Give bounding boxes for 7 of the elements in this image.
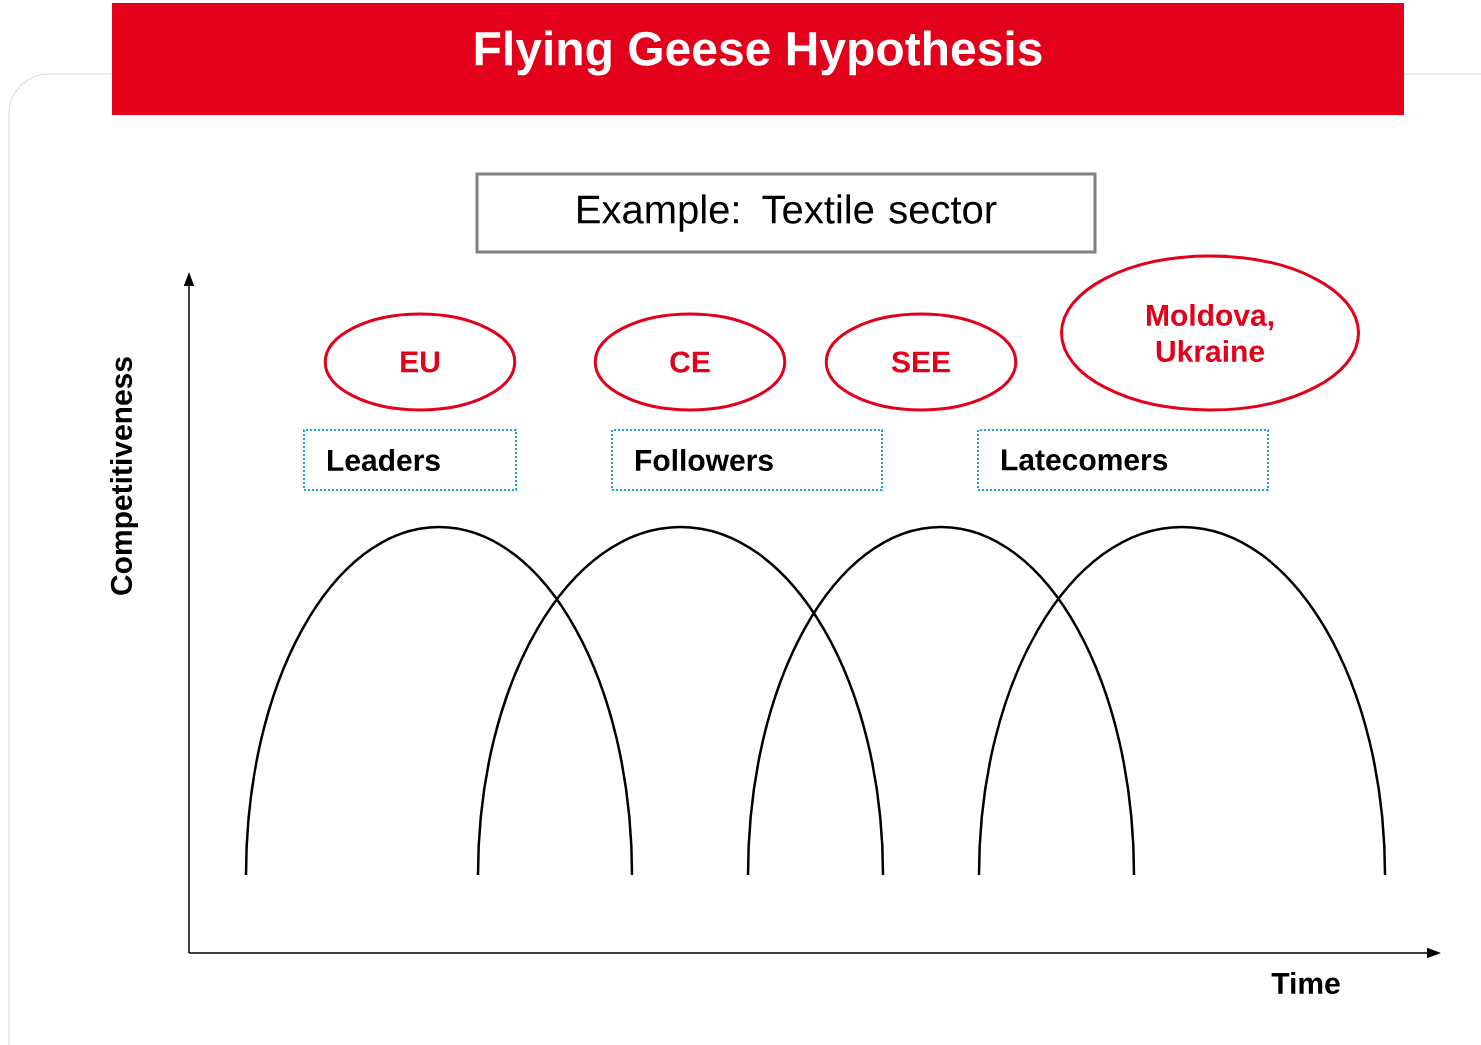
group-box: Leaders: [303, 429, 517, 491]
title-banner: Flying Geese Hypothesis: [112, 3, 1404, 115]
group-box: Followers: [611, 429, 883, 491]
axis-label: Time: [1271, 972, 1340, 995]
group-box: Latecomers: [977, 429, 1269, 491]
title-box: Example: Textile sector: [475, 172, 1097, 254]
axis-label: Competitiveness: [110, 357, 138, 595]
